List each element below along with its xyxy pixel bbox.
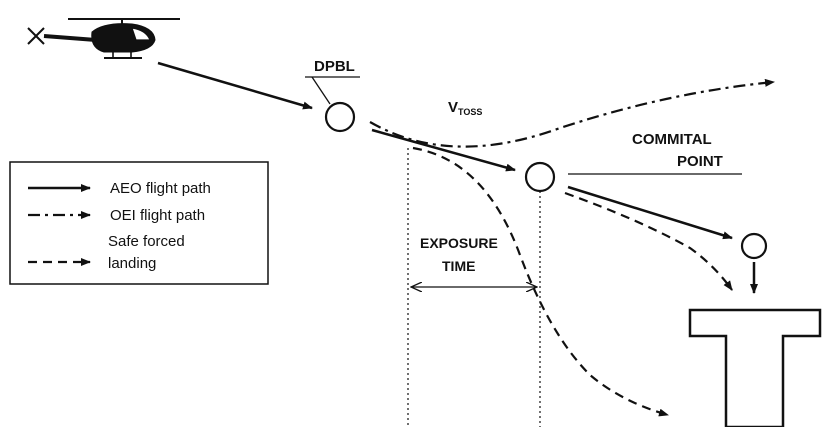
helicopter-icon	[28, 19, 180, 58]
helipad-platform	[690, 310, 820, 427]
legend-landing-label-line2: landing	[108, 255, 156, 272]
legend: AEO flight path OEI flight path Safe for…	[10, 162, 268, 284]
legend-oei-label: OEI flight path	[110, 207, 205, 224]
vtoss-v: V	[448, 99, 458, 116]
dpbl-label: DPBL	[314, 58, 355, 75]
vtoss-subscript: TOSS	[458, 107, 482, 117]
legend-aeo-label: AEO flight path	[110, 180, 211, 197]
dpbl-leader	[312, 77, 330, 104]
commital-point-waypoint	[526, 163, 554, 191]
legend-landing-label-line1: Safe forced	[108, 233, 185, 250]
exposure-label-line1: EXPOSURE	[420, 235, 498, 251]
commital-label-line1: COMMITAL	[632, 131, 712, 148]
dpbl-waypoint	[326, 103, 354, 131]
hover-waypoint	[742, 234, 766, 258]
exposure-label-line2: TIME	[442, 258, 475, 274]
vtoss-label: VTOSS	[448, 99, 482, 117]
commital-label-line2: POINT	[677, 153, 723, 170]
oei-flight-path	[370, 82, 774, 147]
